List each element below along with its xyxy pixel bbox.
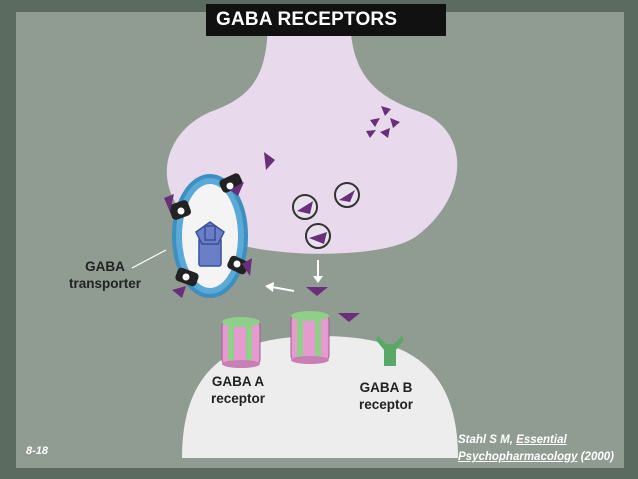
gaba-b-label-line1: GABA B	[359, 380, 413, 395]
citation-book-part2: Psychopharmacology	[458, 451, 578, 463]
presynaptic-terminal	[166, 14, 458, 254]
citation-year: (2000)	[580, 451, 614, 463]
citation-author: Stahl S M,	[458, 434, 513, 446]
released-gaba	[306, 287, 328, 296]
gaba-transporter	[164, 173, 252, 298]
citation-line2: Psychopharmacology (2000)	[458, 449, 614, 466]
gaba-a-receptor-label: GABA A receptor	[198, 373, 278, 407]
gaba-transporter-label-line1: GABA	[85, 259, 125, 274]
gaba-molecules-terminal	[264, 106, 400, 170]
gaba-a-receptor-right	[290, 311, 330, 364]
gaba-b-receptor-label: GABA B receptor	[346, 379, 426, 413]
page-title: GABA RECEPTORS	[206, 4, 446, 36]
synaptic-vesicles	[292, 182, 360, 249]
citation-line1: Stahl S M, Essential	[458, 432, 614, 449]
gaba-transporter-label-line2: transporter	[68, 276, 141, 291]
slide-number: 8-18	[26, 445, 49, 457]
reuptake-arrow	[271, 286, 295, 292]
citation-book-part1: Essential	[516, 434, 567, 446]
gaba-b-receptor	[376, 336, 404, 366]
gaba-a-label-line1: GABA A	[211, 374, 265, 389]
gaba-b-label-line2: receptor	[358, 397, 414, 412]
gaba-a-receptor-left	[221, 317, 261, 368]
transporter-leader-line	[131, 249, 167, 269]
gaba-a-label-line2: receptor	[210, 391, 266, 406]
released-gaba-2	[338, 313, 360, 322]
gaba-transporter-label: GABA transporter	[60, 258, 150, 292]
citation: Stahl S M, Essential Psychopharmacology …	[458, 432, 614, 466]
